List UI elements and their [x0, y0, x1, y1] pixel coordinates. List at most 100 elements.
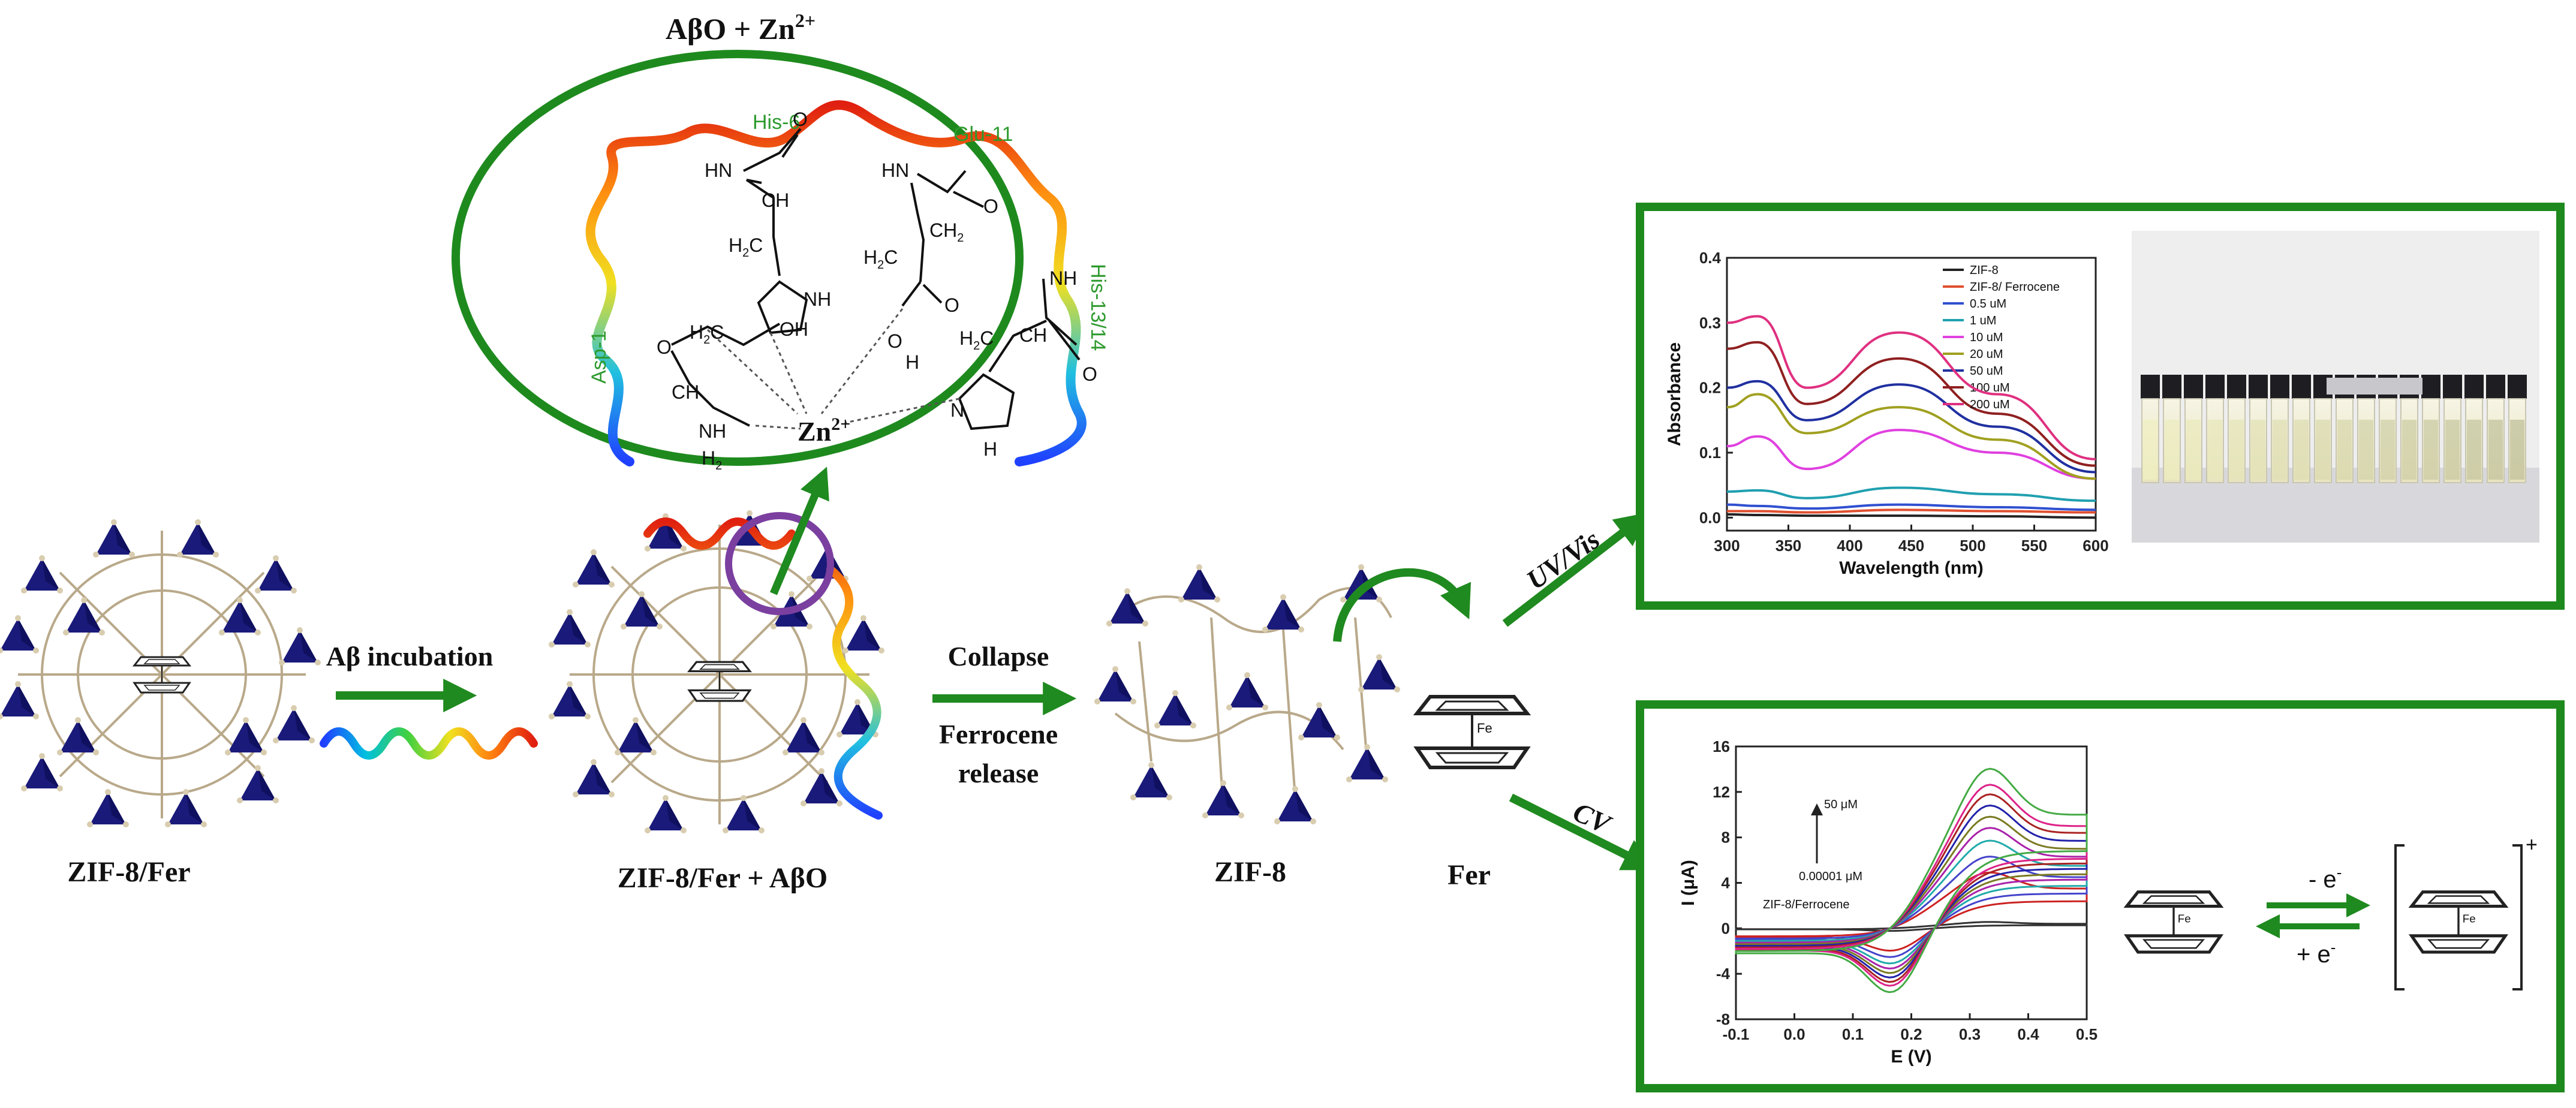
label-collapse: Collapse — [948, 641, 1049, 672]
cv-ytick-label: 16 — [1713, 737, 1730, 755]
uv-ytick-label: 0.0 — [1699, 508, 1721, 526]
chem-h2-b: H2 — [702, 447, 722, 472]
peptide-strand-on-mof — [643, 517, 883, 820]
uv-series-0 — [1726, 513, 2096, 519]
redox-oxidized-ferrocenium: Fe — [2412, 892, 2505, 952]
uv-series-2 — [1726, 503, 2096, 511]
chem-ch2-2: CH2 — [929, 219, 964, 245]
label-ferrocene: Ferrocene — [939, 719, 1058, 749]
chem-hn-2: HN — [881, 159, 909, 181]
arrow-cv — [1509, 793, 1657, 871]
fe-label-oxidized: Fe — [2463, 913, 2476, 925]
chem-o-6: O — [657, 336, 672, 358]
cv-ylabel: I (μA) — [1678, 860, 1698, 906]
uv-legend-label: 0.5 uM — [1970, 297, 2006, 311]
uv-xtick-label: 550 — [2021, 537, 2047, 555]
cv-xtick-label: 0.2 — [1900, 1025, 1922, 1043]
uv-series-5 — [1726, 393, 2096, 480]
chem-nh-b: NH — [699, 420, 726, 442]
uv-legend-label: ZIF-8/ Ferrocene — [1970, 281, 2060, 294]
vial-liquid — [2229, 420, 2244, 480]
vial-liquid — [2208, 420, 2222, 480]
uv-xtick-label: 300 — [1714, 537, 1740, 555]
chem-o-1: O — [793, 109, 808, 130]
vial-photo — [2132, 231, 2539, 543]
uv-series-6 — [1726, 380, 2096, 474]
vial-liquid — [2467, 420, 2481, 480]
fe-label-reduced: Fe — [2178, 913, 2191, 925]
label-zif8: ZIF-8 — [1214, 856, 1286, 888]
fe-atom-label: Fe — [1477, 721, 1492, 736]
uv-series-7 — [1726, 341, 2096, 467]
vial-cap — [2508, 375, 2527, 399]
cv-series-9 — [1735, 767, 2088, 993]
cv-ytick-label: 12 — [1713, 783, 1730, 801]
chem-hn-1: HN — [705, 159, 732, 181]
arrow-release-curve — [1333, 568, 1471, 642]
uv-xlabel: Wavelength (nm) — [1839, 558, 1984, 578]
residue-asp1: Asp-1 — [588, 330, 610, 384]
vial-cap — [2270, 375, 2289, 399]
label-minus-e: - e- — [2309, 863, 2342, 893]
uv-legend-label: 10 uM — [1970, 331, 2003, 344]
bracket-right — [2512, 844, 2523, 990]
chem-o-5: O — [1082, 363, 1097, 385]
uv-series-3 — [1726, 486, 2096, 502]
uv-ytick-label: 0.3 — [1699, 314, 1721, 332]
chem-bonds — [670, 128, 1081, 430]
zn-ion-label: Zn2+ — [798, 414, 850, 447]
cv-series-8 — [1735, 784, 2088, 987]
chem-o-3: O — [944, 294, 959, 316]
cv-annotation-min: 0.00001 μM — [1799, 870, 1862, 883]
label-zif8-fer-abo: ZIF-8/Fer + AβO — [618, 862, 827, 894]
vial-liquid — [2143, 420, 2157, 480]
label-top-title: AβO + Zn2+ — [666, 10, 815, 46]
label-plus-e: + e- — [2297, 938, 2336, 968]
label-ab-incubation: Aβ incubation — [326, 641, 493, 672]
label-fer: Fer — [1448, 859, 1491, 891]
cv-ytick-label: 8 — [1722, 829, 1730, 847]
uv-series-4 — [1726, 429, 2096, 480]
uv-legend-label: 200 uM — [1970, 398, 2010, 411]
cv-ytick-label: 4 — [1722, 874, 1731, 892]
vial-liquid — [2510, 420, 2524, 480]
uv-ytick-label: 0.1 — [1699, 444, 1721, 462]
vial-cap — [2486, 375, 2505, 399]
vial-cap — [2141, 375, 2160, 399]
uv-series-1 — [1726, 508, 2096, 514]
arrow-uvvis — [1502, 512, 1649, 627]
chem-ch-4: CH — [672, 381, 699, 403]
cv-ytick-label: 0 — [1722, 919, 1730, 937]
vial-liquid — [2273, 420, 2287, 480]
vial-liquid — [2424, 420, 2438, 480]
uv-ytick-label: 0.4 — [1699, 249, 1722, 267]
cv-xtick-label: 0.0 — [1783, 1025, 1805, 1043]
vial-liquid — [2165, 420, 2179, 480]
chem-labels: HN CH O H2C NH HN O H2C CH2 O O H NH CH … — [657, 109, 1097, 472]
zif8-fer-abo-structure — [549, 510, 884, 833]
bracket-left — [2394, 844, 2405, 990]
cv-series-5 — [1735, 815, 2088, 974]
redox-reduced-ferrocene: Fe — [2127, 892, 2220, 952]
cv-xtick-label: 0.3 — [1959, 1025, 1981, 1043]
charge-plus: + — [2526, 833, 2538, 856]
residue-his6: His-6 — [753, 111, 800, 134]
cv-ytick-label: -4 — [1716, 965, 1731, 983]
chem-n-ring: N — [950, 399, 964, 421]
arrow-zoom-in — [770, 466, 829, 595]
uv-ytick-label: 0.2 — [1699, 379, 1721, 397]
chem-h2c-1: H2C — [729, 234, 763, 260]
cv-ytick-label: -8 — [1716, 1010, 1730, 1028]
uv-xtick-label: 400 — [1837, 537, 1862, 555]
cv-series-4 — [1735, 827, 2088, 969]
cv-xtick-label: 0.4 — [2017, 1025, 2039, 1043]
uv-legend-label: ZIF-8 — [1970, 264, 1999, 277]
uv-series-8 — [1726, 315, 2096, 460]
vial-cap — [2443, 375, 2462, 399]
vial-cap — [2227, 375, 2246, 399]
vial-cap — [2292, 375, 2311, 399]
vial-row — [2141, 375, 2527, 483]
zn-binding-ellipse — [452, 50, 1024, 466]
chem-oh: OH — [780, 318, 808, 340]
